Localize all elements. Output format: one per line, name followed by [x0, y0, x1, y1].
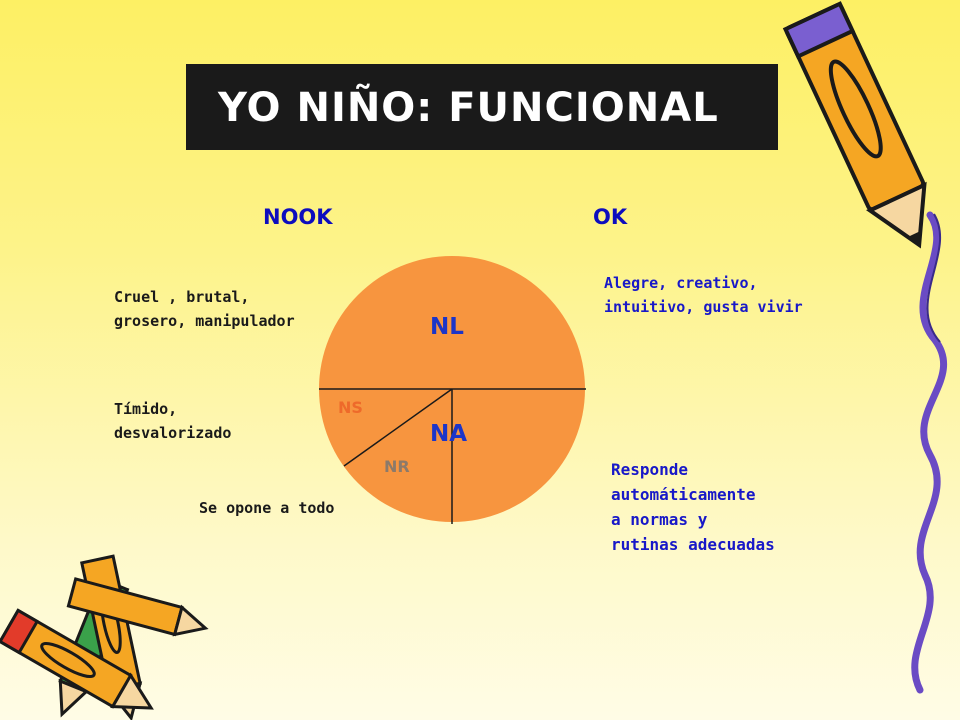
label-opone-line: Se opone a todo — [199, 499, 335, 517]
label-responde-line: automáticamente — [611, 485, 756, 504]
label-responde-line: a normas y — [611, 510, 708, 529]
title-banner — [186, 64, 778, 150]
page-title: YO NIÑO: FUNCIONAL — [218, 85, 719, 131]
label-responde: Responde automáticamente a normas y ruti… — [611, 457, 775, 557]
segment-na: NA — [430, 421, 468, 447]
label-timido-line: desvalorizado — [114, 424, 232, 442]
header-nook: NOOK — [263, 205, 333, 229]
label-timido: Tímido, desvalorizado — [114, 397, 231, 445]
label-cruel: Cruel , brutal, grosero, manipulador — [114, 285, 295, 333]
segment-nl: NL — [430, 314, 464, 340]
label-timido-line: Tímido, — [114, 400, 178, 418]
label-opone: Se opone a todo — [199, 496, 334, 520]
label-responde-line: rutinas adecuadas — [611, 535, 775, 554]
diagonal-divider — [343, 388, 453, 467]
label-cruel-line: Cruel , brutal, — [114, 288, 250, 306]
label-alegre: Alegre, creativo, intuitivo, gusta vivir — [604, 271, 803, 319]
segment-ns: NS — [338, 398, 363, 417]
segment-nr: NR — [384, 457, 410, 476]
label-cruel-line: grosero, manipulador — [114, 312, 295, 330]
label-alegre-line: Alegre, creativo, — [604, 274, 758, 292]
header-ok: OK — [593, 205, 628, 229]
label-alegre-line: intuitivo, gusta vivir — [604, 298, 803, 316]
label-responde-line: Responde — [611, 460, 689, 479]
